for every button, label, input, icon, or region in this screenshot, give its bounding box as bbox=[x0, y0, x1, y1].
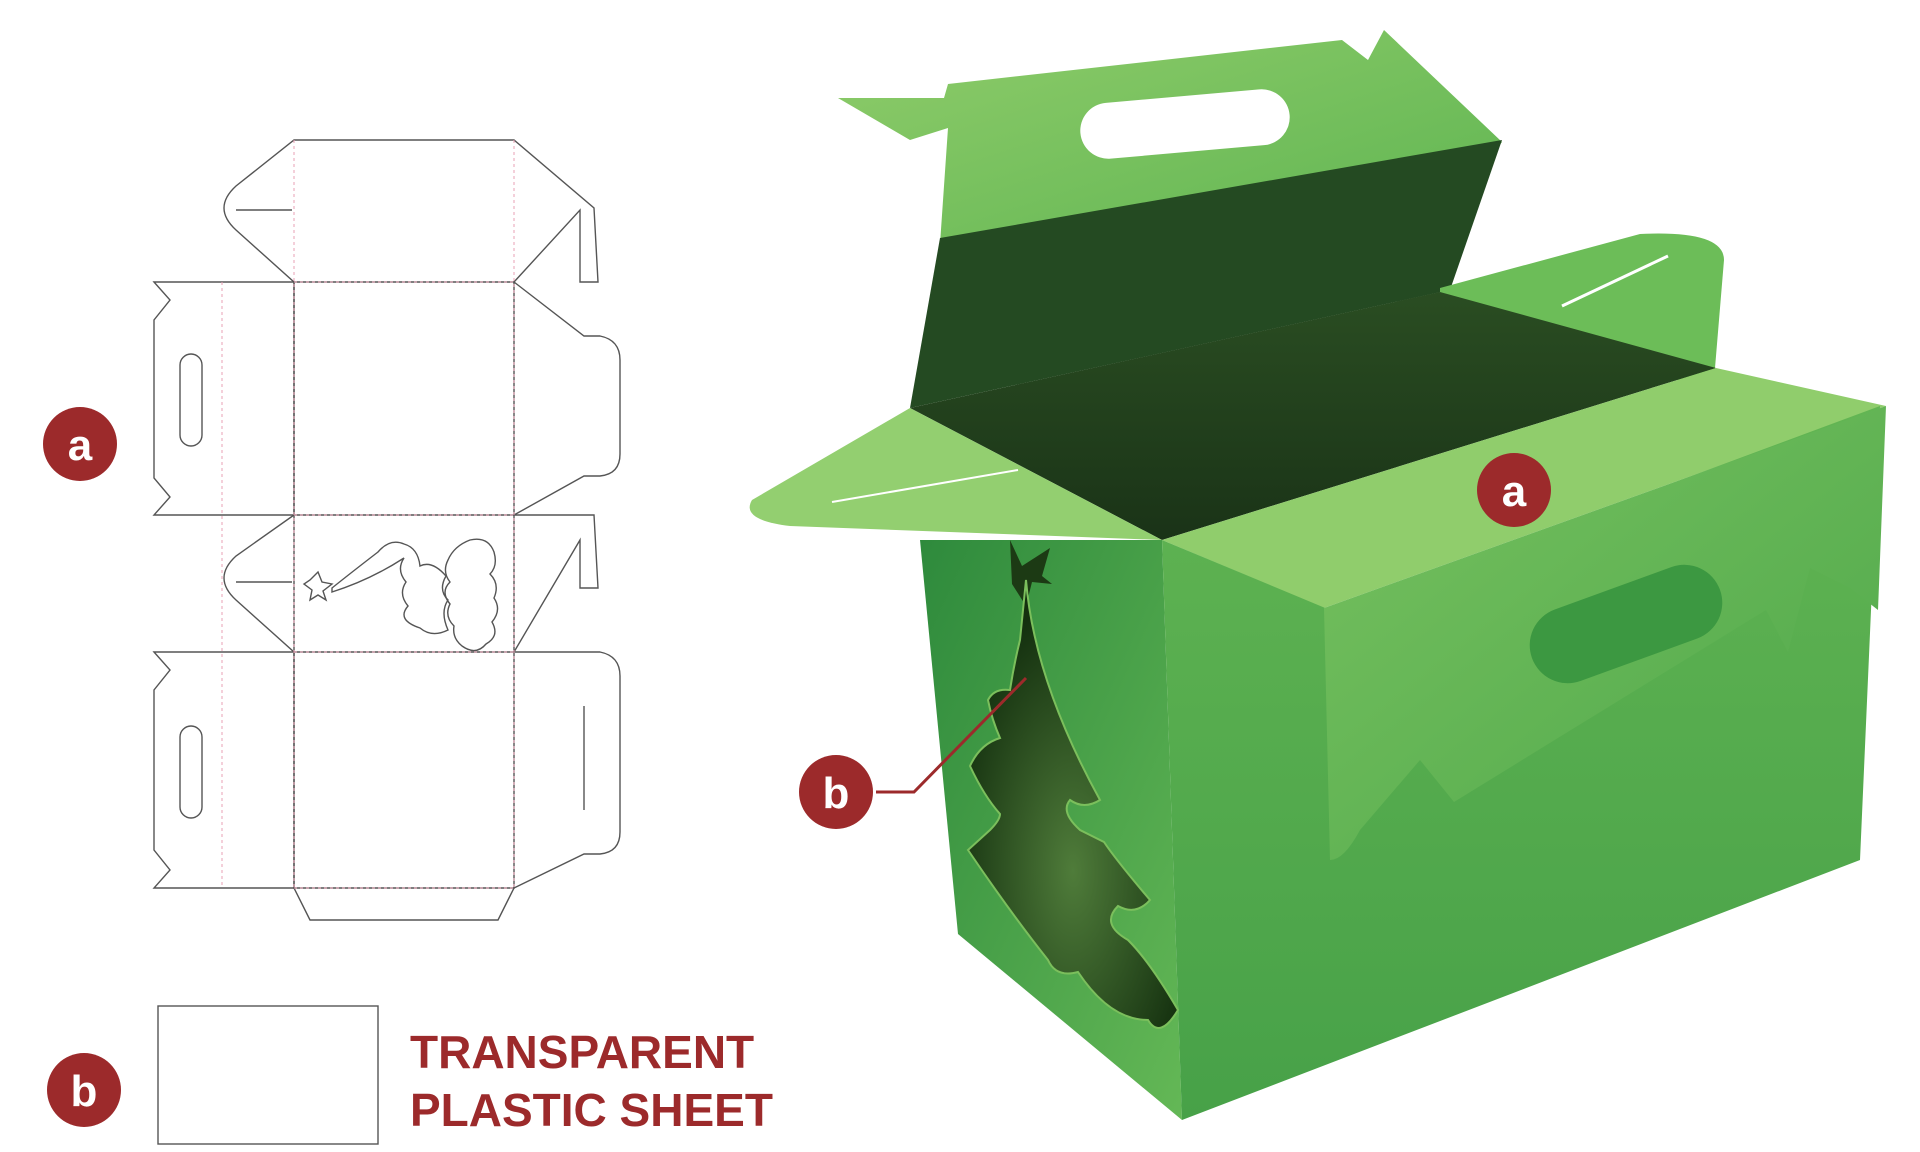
dieline-top-flap bbox=[223, 139, 599, 283]
fold-lines bbox=[221, 140, 515, 889]
svg-text:b: b bbox=[823, 769, 850, 818]
tree-window-shape bbox=[966, 579, 1180, 1029]
sheet-label-line1: TRANSPARENT bbox=[410, 1026, 754, 1078]
box-side-handle bbox=[1529, 564, 1723, 684]
plastic-sheet-outline bbox=[157, 1005, 379, 1145]
svg-text:a: a bbox=[1502, 467, 1527, 516]
dieline-window-panel bbox=[223, 514, 599, 653]
box-back-inner bbox=[910, 140, 1502, 408]
badge-a-box: a bbox=[1477, 453, 1551, 527]
box-interior bbox=[910, 292, 1716, 540]
box-tree-window bbox=[966, 540, 1180, 1029]
dieline bbox=[152, 139, 621, 921]
svg-text:a: a bbox=[68, 421, 93, 470]
badge-b-left: b bbox=[47, 1053, 121, 1127]
dieline-upper-handle bbox=[179, 353, 203, 447]
dieline-lower-handle bbox=[179, 725, 203, 819]
dieline-bottom-flap bbox=[293, 887, 515, 921]
sheet-label-line2: PLASTIC SHEET bbox=[410, 1084, 773, 1136]
svg-text:b: b bbox=[71, 1067, 98, 1116]
box-left-flap bbox=[749, 408, 1162, 540]
dieline-tree-cutout bbox=[302, 538, 499, 652]
badge-a-left: a bbox=[43, 407, 117, 481]
dieline-upper-side bbox=[152, 281, 295, 516]
badge-b-box: b bbox=[799, 755, 873, 829]
box-3d bbox=[749, 30, 1886, 1120]
dieline-lower-side bbox=[152, 651, 295, 889]
callout-line-b bbox=[876, 676, 1028, 794]
box-back-lid-handle bbox=[1080, 89, 1290, 159]
